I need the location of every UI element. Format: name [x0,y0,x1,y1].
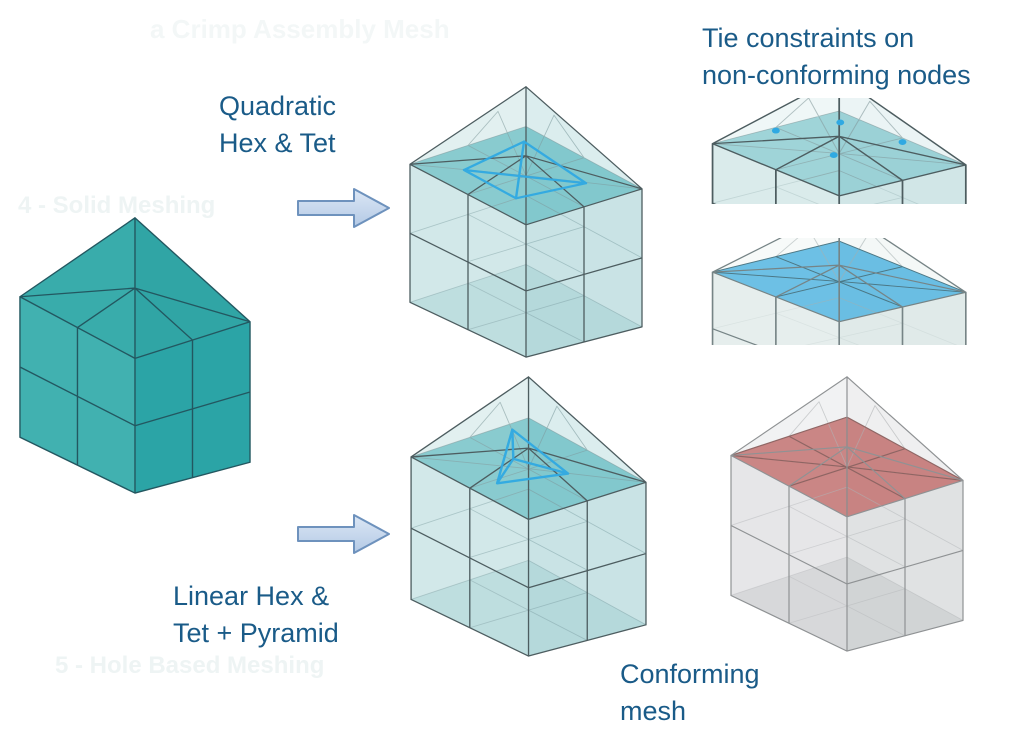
quadratic-label-line2: Hex & Tet [219,128,336,158]
tie-constraints-label: Tie constraints on non-conforming nodes [702,20,971,94]
ghost-text-middle: 4 - Solid Meshing [18,192,216,219]
quadratic-label: Quadratic Hex & Tet [219,88,336,162]
linear-label: Linear Hex & Tet + Pyramid [173,578,339,652]
tie-surface-closeup-figure [706,238,968,345]
conforming-label-line2: mesh [620,696,687,726]
ghost-text-bottom: 5 - Hole Based Meshing [55,652,325,679]
linear-label-line1: Linear Hex & [173,581,330,611]
source-mesh-figure [14,214,252,495]
linear-mesh-figure [405,373,648,658]
tie-constraints-label-line1: Tie constraints on [702,23,915,53]
conforming-label: Conforming mesh [620,656,760,730]
quadratic-label-line1: Quadratic [219,91,337,121]
conforming-label-line1: Conforming [620,659,760,689]
conforming-mesh-figure [725,373,965,653]
right-arrow-icon [296,186,392,230]
right-arrow-icon [296,512,392,556]
tie-constraints-label-line2: non-conforming nodes [702,60,971,90]
ghost-text-top: a Crimp Assembly Mesh [150,14,450,44]
quadratic-mesh-figure [404,83,644,359]
linear-label-line2: Tet + Pyramid [173,618,339,648]
tie-nodes-closeup-figure [706,98,968,204]
